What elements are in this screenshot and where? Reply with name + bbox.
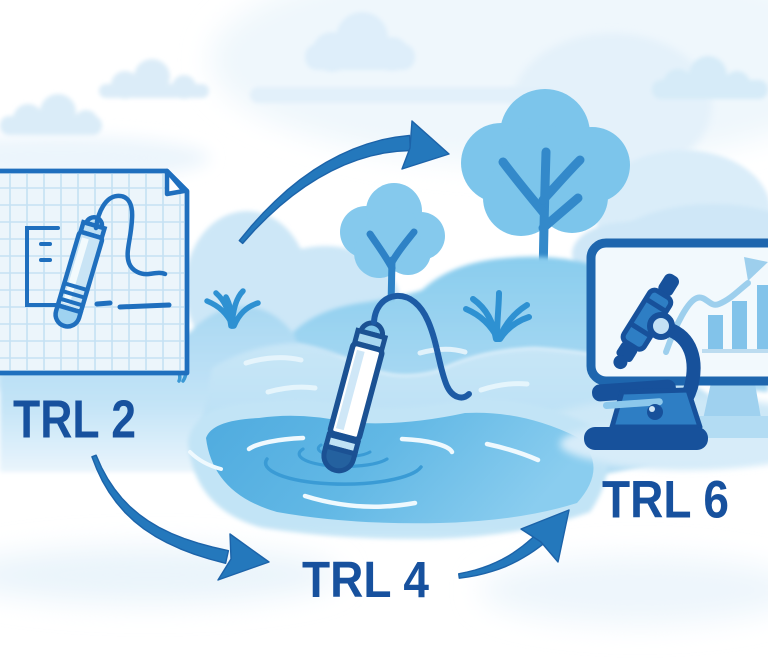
- svg-text:TRL 6: TRL 6: [602, 471, 729, 530]
- svg-text:TRL 2: TRL 2: [13, 390, 136, 450]
- svg-text:TRL 4: TRL 4: [302, 551, 430, 608]
